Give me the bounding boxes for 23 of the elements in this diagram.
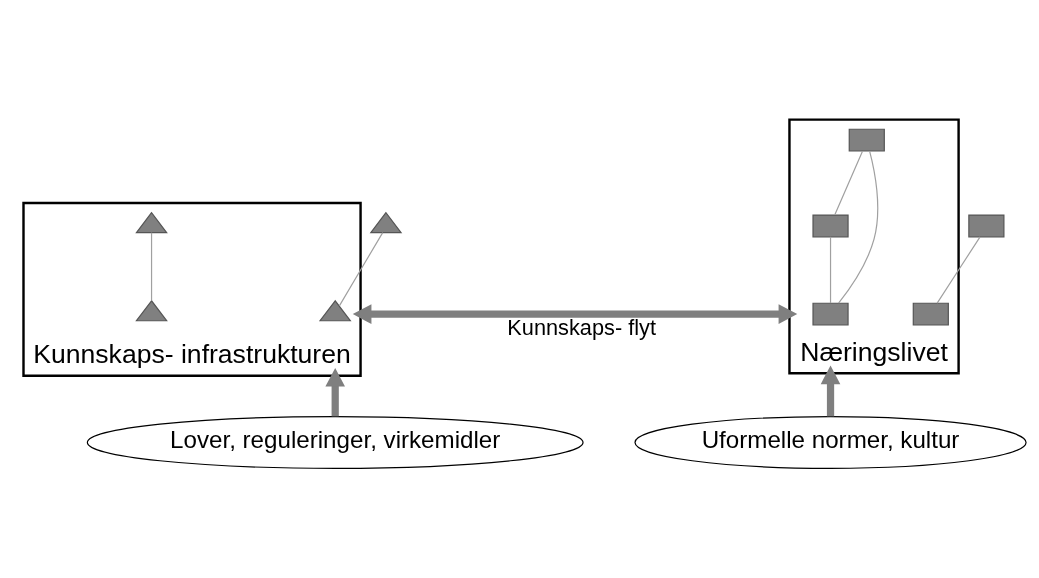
edge-label: Kunnskaps- flyt xyxy=(506,315,656,341)
cluster: Kunnskaps- infrastrukturen xyxy=(21,201,362,377)
connector xyxy=(338,232,383,307)
node-ellipse: Lover, reguleringer, virkemidler xyxy=(86,415,584,469)
node-triangle xyxy=(369,211,402,234)
node-triangle xyxy=(318,299,351,322)
node-box xyxy=(912,302,949,326)
cluster: Næringslivet xyxy=(787,118,960,375)
connector xyxy=(150,232,152,302)
node-ellipse: Uformelle normer, kultur xyxy=(633,415,1027,469)
node-box xyxy=(967,214,1004,238)
node-box xyxy=(811,214,849,238)
connector xyxy=(829,236,831,304)
node-box xyxy=(811,302,849,326)
arrow xyxy=(324,367,345,417)
arrow xyxy=(820,365,840,417)
node-box xyxy=(848,128,885,152)
node-triangle xyxy=(134,299,168,322)
arrow xyxy=(352,304,797,324)
node-triangle xyxy=(134,211,168,234)
connector xyxy=(837,150,878,304)
connector xyxy=(936,236,981,304)
connector xyxy=(833,150,863,216)
